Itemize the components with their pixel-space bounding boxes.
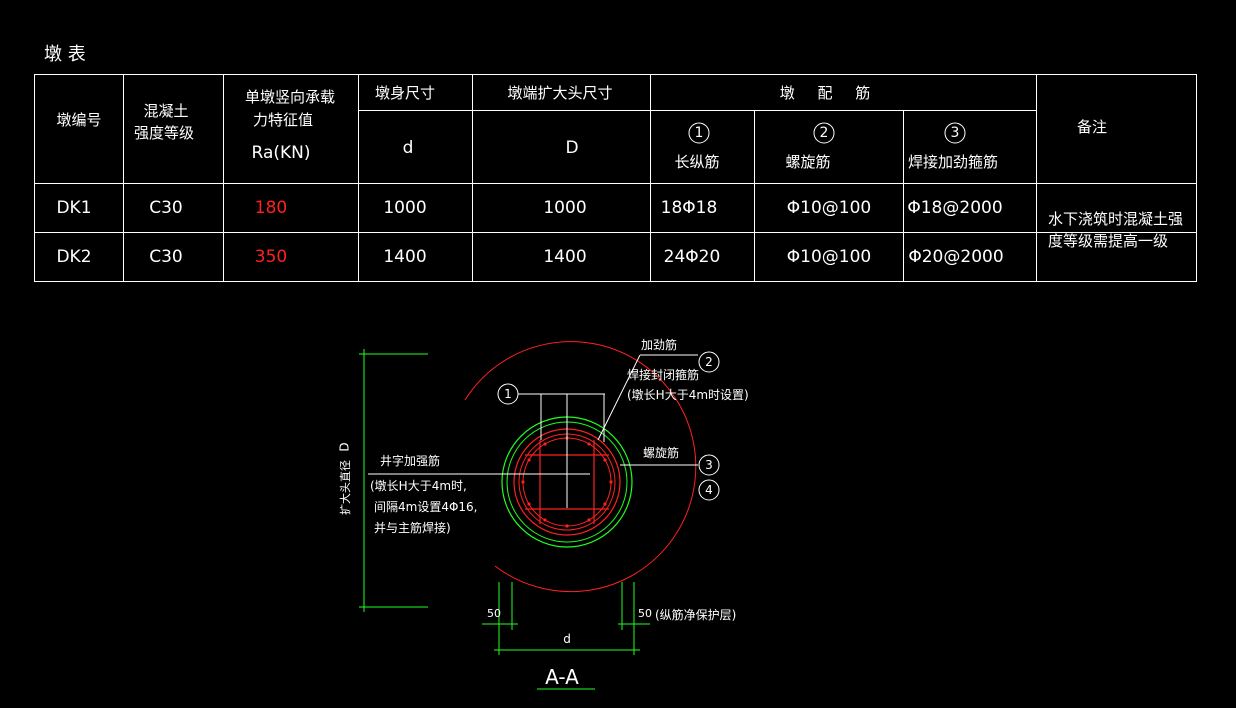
row1-grade: C30 [149,198,183,218]
callout-2-circle [698,351,720,373]
callout-1-number: 1 [504,387,512,401]
rebar2-callout-number: 2 [819,125,829,141]
label-jiajinjin: 加劲筋 [641,338,678,352]
row1-D: 1000 [543,198,587,218]
header-end-size: 墩端扩大头尺寸 [507,84,613,102]
table-title: 墩 表 [44,44,86,65]
dim-50-note: (纵筋净保护层) [655,608,737,622]
callout-4-circle [698,479,720,501]
header-body-symbol: d [402,138,414,158]
label-jingzi-note-3: 并与主筋焊接) [374,521,451,535]
row2-D: 1400 [543,247,587,267]
row2-ra: 350 [254,247,288,267]
header-concrete-l1: 混凝土 [143,102,189,120]
section-label: A-A [545,665,579,689]
row2-spiral: Φ10@100 [786,247,872,267]
dim-d: d [563,632,571,646]
row2-d: 1400 [383,247,427,267]
label-luoxuan: 螺旋筋 [643,446,680,460]
dim-50-left: 50 [487,607,501,620]
row1-d: 1000 [383,198,427,218]
header-capacity-l3: Ra(KN) [251,143,311,163]
longitudinal-bars [521,436,613,528]
header-rebar-group: 墩 配 筋 [779,84,871,102]
label-jingzi-note-1: (墩长H大于4m时, [370,479,467,493]
label-jingzi-note-2: 间隔4m设置4Φ16, [374,500,478,514]
callout-4-number: 4 [705,483,713,497]
header-rebar1-name: 长纵筋 [674,153,720,171]
callout-1-circle [497,383,519,405]
row2-long-rebar: 24Φ20 [663,247,721,267]
remark-line-1: 水下浇筑时混凝土强 [1048,210,1184,228]
dim-left-symbol: D [337,442,352,452]
remark-line-2: 度等级需提高一级 [1048,232,1169,250]
row1-ra: 180 [254,198,288,218]
dim-left-label: 扩大头直径 [339,460,352,515]
label-jingzi: 井字加强筋 [380,454,441,468]
row1-id: DK1 [56,198,92,218]
header-rebar2-name: 螺旋筋 [785,153,831,171]
rebar1-callout-circle [688,122,710,144]
row2-hoop: Φ20@2000 [908,247,1004,267]
header-capacity-l2: 力特征值 [252,111,314,129]
rebar1-callout-number: 1 [694,125,704,141]
header-capacity-l1: 单墩竖向承载 [244,88,336,106]
row1-long-rebar: 18Φ18 [660,198,718,218]
label-hanjie: 焊接封闭箍筋 [627,368,700,382]
rebar2-callout-circle [813,122,835,144]
enlarged-head-outline [464,341,697,593]
header-pier-no: 墩编号 [56,111,102,129]
callout-3-circle [698,454,720,476]
row1-hoop: Φ18@2000 [907,198,1003,218]
header-concrete-l2: 强度等级 [133,124,195,142]
rebar3-callout-number: 3 [950,125,960,141]
row2-grade: C30 [149,247,183,267]
header-end-symbol: D [565,138,579,158]
callout-2-number: 2 [705,355,713,369]
callout-3-number: 3 [705,458,713,472]
header-rebar3-name: 焊接加劲箍筋 [907,153,999,171]
dim-50-right: 50 [638,607,652,620]
rebar3-callout-circle [944,122,966,144]
row1-spiral: Φ10@100 [786,198,872,218]
header-remarks: 备注 [1076,118,1108,136]
header-body-size: 墩身尺寸 [374,84,436,102]
row2-id: DK2 [56,247,92,267]
label-hanjie-note: (墩长H大于4m时设置) [627,388,749,402]
